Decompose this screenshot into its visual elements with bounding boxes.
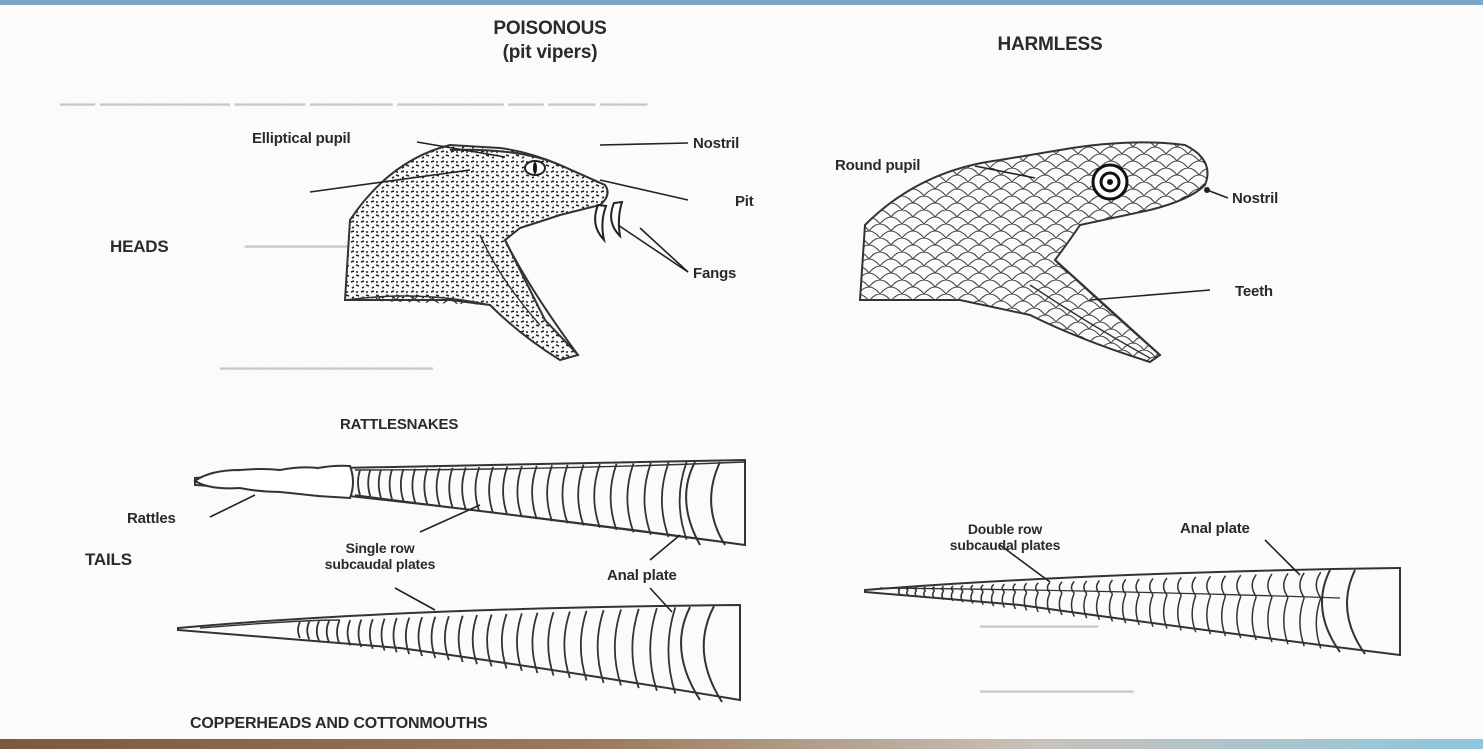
harmless-title: HARMLESS	[950, 34, 1150, 56]
teeth-label: Teeth	[1235, 283, 1273, 300]
double-row-label: Double row subcaudal plates	[920, 521, 1090, 553]
fangs-label: Fangs	[693, 265, 736, 282]
single-row-label: Single row subcaudal plates	[290, 540, 470, 572]
single-row-line-2: subcaudal plates	[290, 556, 470, 572]
rattlesnakes-label: RATTLESNAKES	[340, 416, 458, 433]
nostril-label-harmless: Nostril	[1232, 190, 1278, 207]
single-row-line-1: Single row	[290, 540, 470, 556]
anal-plate-label-poisonous: Anal plate	[607, 567, 677, 584]
poisonous-title: POISONOUS	[440, 18, 660, 40]
pit-label: Pit	[735, 193, 754, 210]
harmless-snake-head	[860, 142, 1228, 362]
rattles-label: Rattles	[127, 510, 176, 527]
harmless-tail	[865, 540, 1400, 655]
bottom-border	[0, 739, 1483, 749]
elliptical-pupil-label: Elliptical pupil	[252, 130, 350, 147]
tails-label: TAILS	[85, 550, 132, 570]
heads-label: HEADS	[110, 237, 169, 257]
copperheads-label: COPPERHEADS AND COTTONMOUTHS	[190, 715, 488, 733]
round-pupil-label: Round pupil	[835, 157, 920, 174]
nostril-label-poisonous: Nostril	[693, 135, 739, 152]
double-row-line-2: subcaudal plates	[920, 537, 1090, 553]
rattlesnake-tail	[195, 460, 745, 560]
anal-plate-label-harmless: Anal plate	[1180, 520, 1250, 537]
copperhead-tail	[178, 588, 740, 702]
pit-viper-head	[310, 142, 688, 360]
poisonous-subtitle: (pit vipers)	[440, 42, 660, 64]
double-row-line-1: Double row	[920, 521, 1090, 537]
